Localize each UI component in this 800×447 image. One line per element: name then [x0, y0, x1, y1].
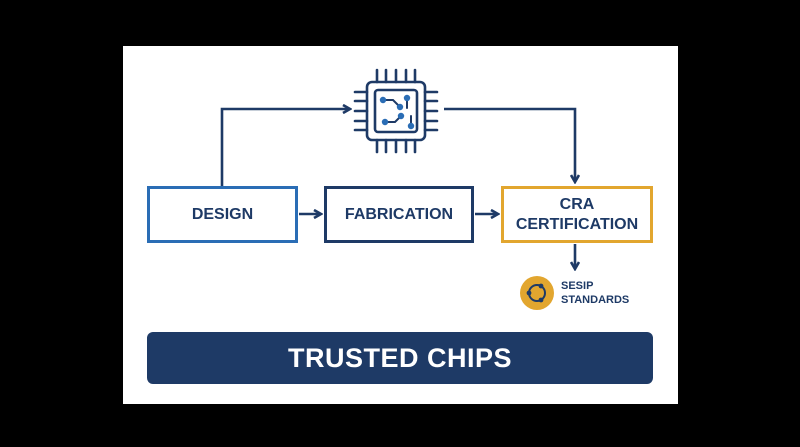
trusted-chips-banner: TRUSTED CHIPS	[147, 332, 653, 384]
sesip-label-line2: STANDARDS	[561, 294, 630, 306]
step-cra-certification: CRA CERTIFICATION	[501, 186, 653, 243]
sesip-label: SESIP STANDARDS	[561, 279, 641, 308]
microchip-nodes	[379, 94, 415, 130]
orbit-badge-icon	[520, 276, 554, 310]
arrow-design-to-chip	[220, 109, 349, 186]
step-cra-label: CRA CERTIFICATION	[516, 195, 638, 235]
step-cra-label-line2: CERTIFICATION	[515, 215, 639, 233]
step-design-label: DESIGN	[191, 205, 254, 223]
diagram-card: DESIGN FABRICATION CRA CERTIFICATION SES…	[123, 46, 678, 404]
microchip-icon	[353, 68, 439, 154]
arrow-chip-to-cra	[444, 107, 575, 181]
sesip-standards: SESIP STANDARDS	[520, 276, 641, 310]
step-fabrication-label: FABRICATION	[344, 205, 454, 223]
sesip-label-line1: SESIP	[561, 279, 594, 292]
connector-layer	[220, 68, 678, 404]
step-design: DESIGN	[147, 186, 298, 243]
step-cra-label-line1: CRA	[559, 195, 595, 213]
banner-text: TRUSTED CHIPS	[287, 342, 513, 373]
step-fabrication: FABRICATION	[324, 186, 474, 243]
